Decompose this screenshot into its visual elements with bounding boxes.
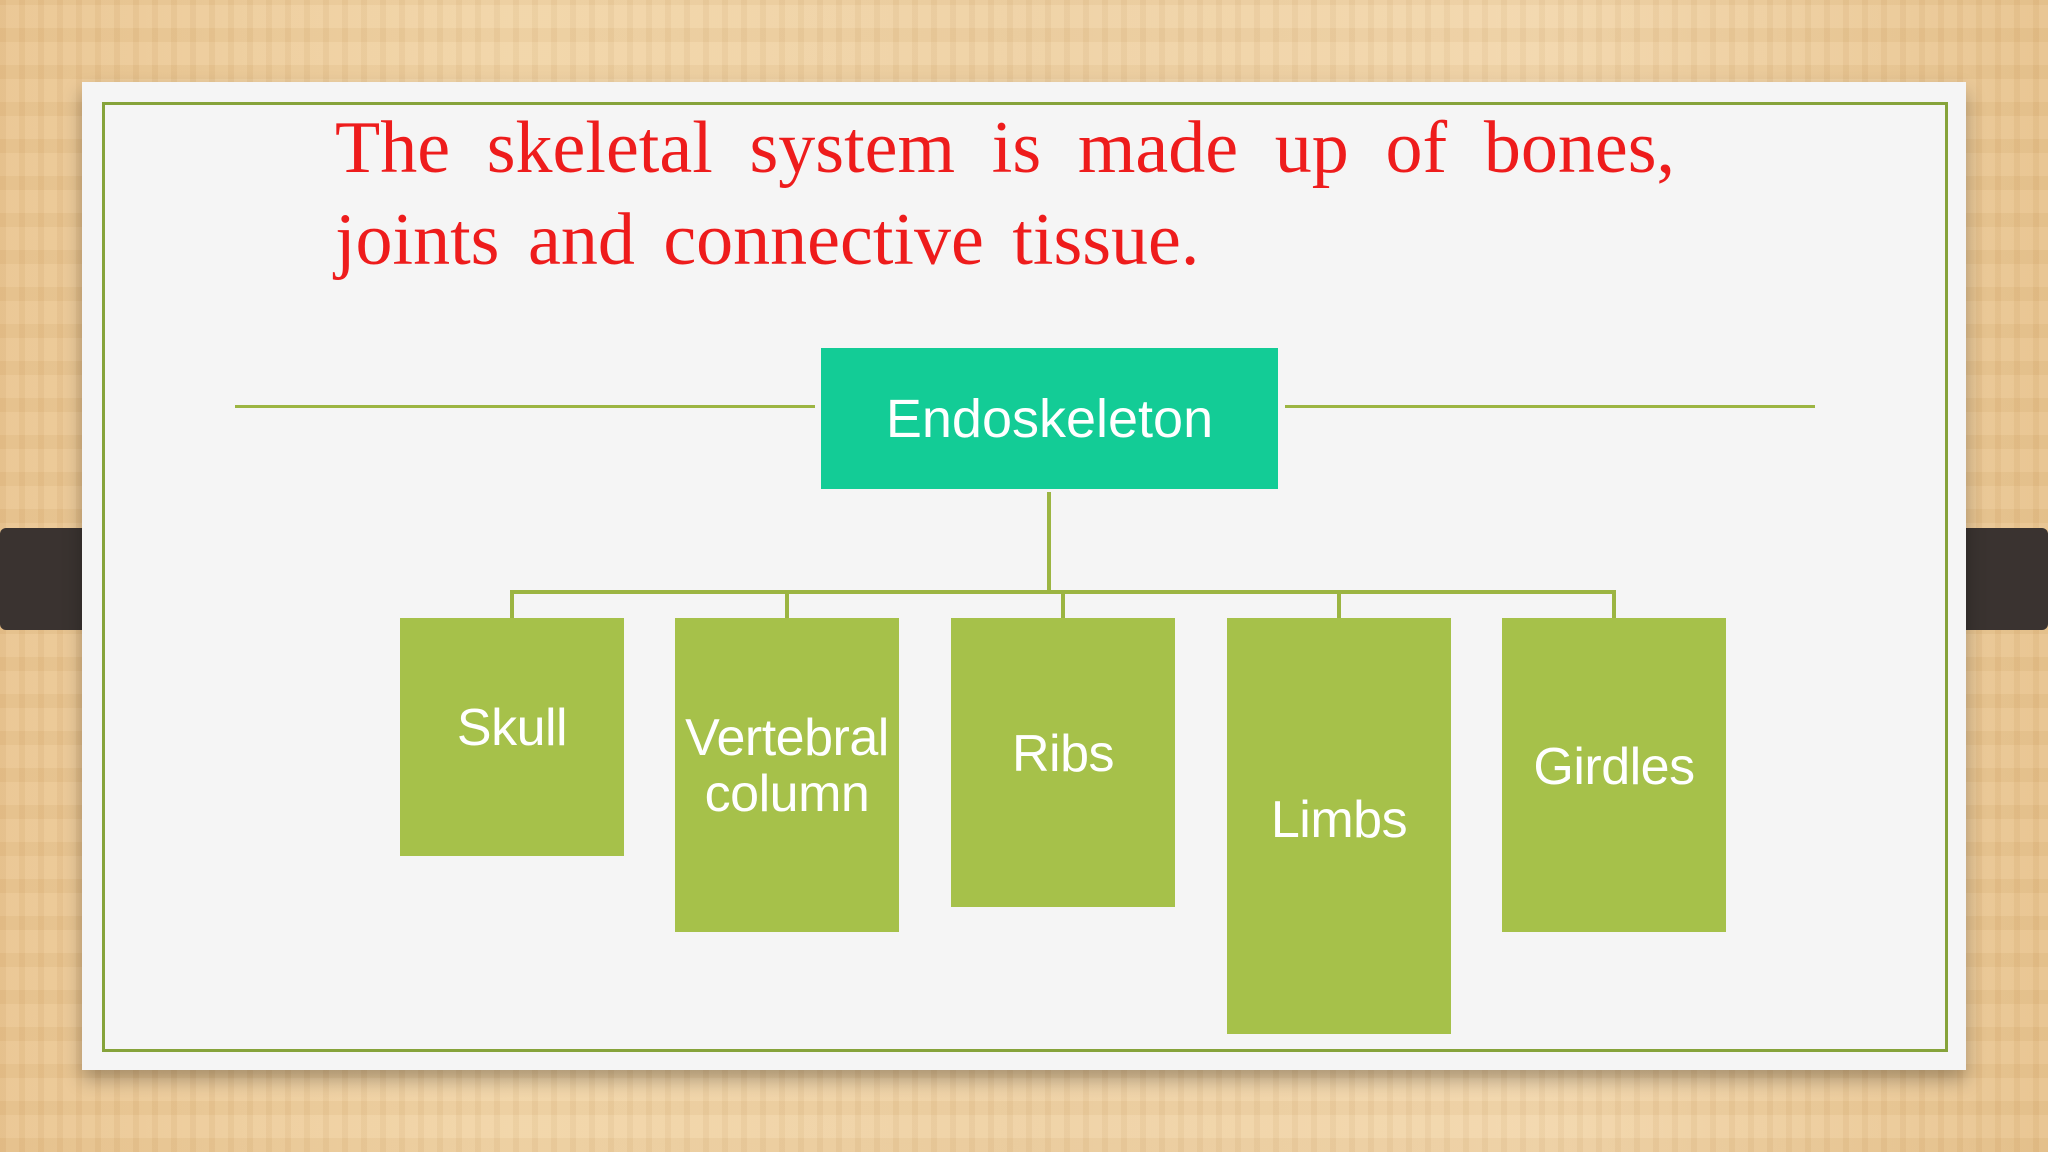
node-girdles: Girdles	[1502, 618, 1726, 932]
slide-border-frame	[102, 102, 1948, 1052]
decorative-rule-right	[1285, 405, 1815, 408]
node-skull: Skull	[400, 618, 624, 856]
slide-heading: The skeletal system is made up of bones,…	[335, 107, 1675, 281]
node-vertebral-column: Vertebral column	[675, 618, 899, 932]
node-ribs: Ribs	[951, 618, 1175, 907]
node-limbs: Limbs	[1227, 618, 1451, 1034]
decorative-rule-left	[235, 405, 815, 408]
node-endoskeleton: Endoskeleton	[821, 348, 1278, 489]
